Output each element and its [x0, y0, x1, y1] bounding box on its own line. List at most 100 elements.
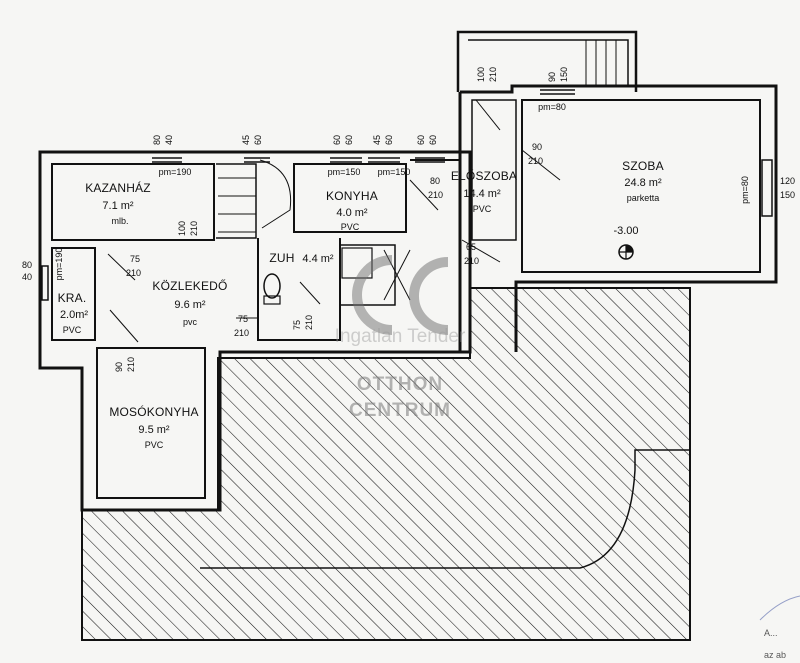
dim-120-150-right: 120 150	[780, 176, 795, 200]
svg-text:210: 210	[428, 190, 443, 200]
svg-text:40: 40	[164, 135, 174, 145]
svg-text:75: 75	[130, 254, 140, 264]
room-area: 9.5 m²	[138, 424, 170, 436]
dim-45-60-a: 45 60	[241, 135, 263, 145]
svg-text:75: 75	[238, 314, 248, 324]
svg-text:210: 210	[304, 315, 314, 330]
svg-text:210: 210	[464, 256, 479, 266]
svg-text:210: 210	[126, 268, 141, 278]
svg-text:75: 75	[292, 320, 302, 330]
dim-60-60-b: 60 60	[416, 135, 438, 145]
dim-80-40-top: 80 40	[152, 135, 174, 145]
dim-75-210-bottom: 75 210	[234, 314, 249, 338]
dim-65-210: 65 210	[464, 242, 479, 266]
corner-note-line1: A...	[764, 628, 778, 638]
svg-text:210: 210	[189, 221, 199, 236]
room-area: 9.6 m²	[174, 299, 206, 311]
svg-text:80: 80	[152, 135, 162, 145]
svg-text:60: 60	[384, 135, 394, 145]
dim-100-210-kazanhaz: 100 210	[177, 221, 199, 236]
dim-80-210-konyha: 80 210	[428, 176, 443, 200]
opening-dimensions: 80 40 45 60 60 60 45 60 60 60 100 210 90…	[22, 67, 795, 372]
room-name: ZUH	[269, 251, 294, 265]
room-name: SZOBA	[622, 159, 664, 173]
svg-text:65: 65	[466, 242, 476, 252]
svg-text:90: 90	[114, 362, 124, 372]
svg-text:80: 80	[430, 176, 440, 186]
watermark-brand-line2: CENTRUM	[349, 400, 451, 421]
room-area: 2.0m²	[60, 309, 88, 321]
room-eloszoba: ELŐSZOBA 14.4 m² PVC	[451, 168, 517, 214]
svg-text:150: 150	[559, 67, 569, 82]
dim-80-40-left: 80 40	[22, 260, 32, 282]
svg-text:90: 90	[532, 142, 542, 152]
parapet-kra: pm=190	[54, 248, 64, 281]
svg-text:45: 45	[241, 135, 251, 145]
dim-60-60-a: 60 60	[332, 135, 354, 145]
room-area: 7.1 m²	[102, 200, 134, 212]
room-material: PVC	[145, 440, 164, 450]
dim-100-210-top: 100 210	[476, 67, 498, 82]
room-szoba: SZOBA 24.8 m² parketta -3.00	[613, 159, 663, 237]
room-konyha: KONYHA 4.0 m² PVC	[326, 189, 378, 232]
parapet-eloszoba: pm=80	[538, 102, 566, 112]
dim-75-210-kozlekedo: 75 210	[126, 254, 141, 278]
dim-90-150-top: 90 150	[547, 67, 569, 82]
parapet-kazanhaz: pm=190	[159, 167, 192, 177]
watermark: Ingatlan Tender OTTHON CENTRUM	[335, 255, 466, 421]
svg-text:60: 60	[428, 135, 438, 145]
corner-note-line2: az ab	[764, 650, 786, 660]
corner-note: A... az ab	[759, 595, 800, 660]
otthon-centrum-logo	[352, 255, 449, 335]
room-zuh: ZUH 4.4 m²	[269, 251, 334, 265]
room-material: PVC	[473, 204, 492, 214]
svg-text:60: 60	[416, 135, 426, 145]
parapet-labels: pm=190 pm=150 pm=150 pm=80 pm=80 pm=190	[54, 102, 750, 280]
svg-text:60: 60	[332, 135, 342, 145]
dim-45-60-b: 45 60	[372, 135, 394, 145]
parapet-konyha-2: pm=150	[378, 167, 411, 177]
room-kra: KRA. 2.0m² PVC	[58, 291, 89, 335]
dim-90-210-mosokonyha: 90 210	[114, 357, 136, 372]
room-level: -3.00	[613, 225, 638, 237]
room-area: 24.8 m²	[624, 177, 662, 189]
watermark-site: Ingatlan Tender	[335, 326, 466, 347]
room-material: PVC	[341, 222, 360, 232]
room-material: PVC	[63, 325, 82, 335]
room-name: KÖZLEKEDŐ	[152, 278, 227, 293]
svg-text:45: 45	[372, 135, 382, 145]
room-mosokonyha: MOSÓKONYHA 9.5 m² PVC	[109, 404, 198, 450]
room-area: 14.4 m²	[463, 188, 501, 200]
parapet-szoba: pm=80	[740, 176, 750, 204]
room-material: parketta	[627, 193, 660, 203]
svg-text:60: 60	[344, 135, 354, 145]
room-area: 4.4 m²	[302, 253, 334, 265]
svg-text:80: 80	[22, 260, 32, 270]
walls	[38, 30, 778, 512]
svg-text:90: 90	[547, 72, 557, 82]
room-kazanhaz: KAZANHÁZ 7.1 m² mlb.	[85, 180, 150, 226]
svg-text:150: 150	[780, 190, 795, 200]
room-material: pvc	[183, 317, 198, 327]
svg-text:210: 210	[528, 156, 543, 166]
dim-75-210-zuh: 75 210	[292, 315, 314, 330]
svg-text:210: 210	[488, 67, 498, 82]
room-name: KONYHA	[326, 189, 378, 203]
svg-text:100: 100	[177, 221, 187, 236]
room-name: ELŐSZOBA	[451, 168, 517, 183]
svg-text:210: 210	[126, 357, 136, 372]
room-area: 4.0 m²	[336, 207, 368, 219]
level-marker-icon	[618, 244, 634, 260]
watermark-brand-line1: OTTHON	[357, 374, 443, 395]
svg-text:60: 60	[253, 135, 263, 145]
room-name: KRA.	[58, 291, 87, 305]
svg-text:40: 40	[22, 272, 32, 282]
svg-text:100: 100	[476, 67, 486, 82]
dim-90-210-eloszoba: 90 210	[528, 142, 543, 166]
room-name: MOSÓKONYHA	[109, 404, 198, 419]
svg-text:120: 120	[780, 176, 795, 186]
room-material: mlb.	[111, 216, 128, 226]
parapet-konyha-1: pm=150	[328, 167, 361, 177]
svg-text:210: 210	[234, 328, 249, 338]
